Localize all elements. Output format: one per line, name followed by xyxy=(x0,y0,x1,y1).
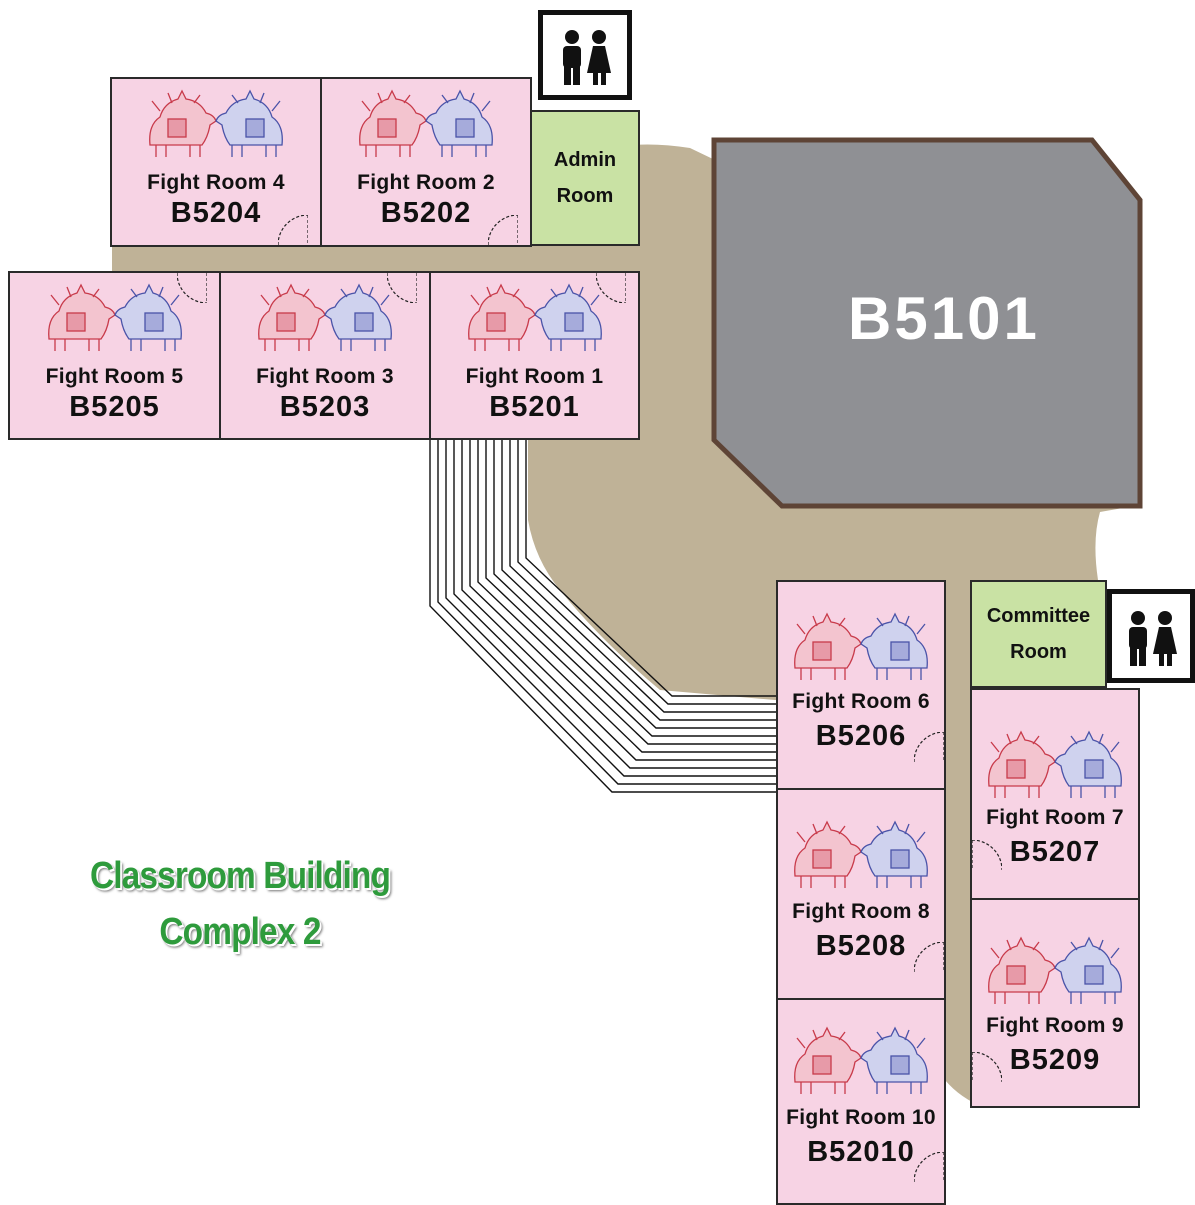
twin-elephant-emblem-icon xyxy=(981,730,1129,802)
map-title-line-1: Classroom Building xyxy=(89,855,391,897)
room-code: B5203 xyxy=(279,391,371,423)
room-b5208[interactable]: Fight Room 8 B5208 xyxy=(776,788,946,1000)
room-b5203[interactable]: Fight Room 3 B5203 xyxy=(219,271,431,440)
door-swing-icon xyxy=(971,839,1003,871)
room-b5207[interactable]: Fight Room 7 B5207 xyxy=(970,688,1140,900)
twin-elephant-emblem-icon xyxy=(461,283,609,355)
committee-room-label-1: Committee xyxy=(986,605,1091,627)
room-b5209[interactable]: Fight Room 9 B5209 xyxy=(970,898,1140,1108)
room-name: Fight Room 2 xyxy=(357,171,495,194)
twin-elephant-emblem-icon xyxy=(142,89,290,161)
room-code: B52010 xyxy=(807,1136,915,1168)
room-b52010[interactable]: Fight Room 10 B52010 xyxy=(776,998,946,1205)
room-code: B5206 xyxy=(815,720,907,752)
door-swing-icon xyxy=(913,1151,945,1183)
room-name: Fight Room 4 xyxy=(147,171,285,194)
room-code: B5205 xyxy=(69,391,160,423)
admin-room[interactable]: Admin Room xyxy=(530,110,640,246)
door-swing-icon xyxy=(487,214,519,246)
committee-room-label-2: Room xyxy=(1010,641,1067,663)
room-name: Fight Room 1 xyxy=(465,365,604,388)
door-swing-icon xyxy=(386,272,418,304)
room-code: B5204 xyxy=(170,197,262,229)
room-name: Fight Room 3 xyxy=(256,365,394,388)
room-name: Fight Room 8 xyxy=(792,900,930,923)
room-b5201[interactable]: Fight Room 1 B5201 xyxy=(429,271,640,440)
corridor-lines xyxy=(429,440,776,793)
room-code: B5208 xyxy=(815,930,907,962)
room-b5202[interactable]: Fight Room 2 B5202 xyxy=(320,77,532,247)
room-b5204[interactable]: Fight Room 4 B5204 xyxy=(110,77,322,247)
room-code: B5207 xyxy=(1009,836,1101,868)
room-name: Fight Room 5 xyxy=(45,365,184,388)
room-b5206[interactable]: Fight Room 6 B5206 xyxy=(776,580,946,790)
committee-room[interactable]: Committee Room xyxy=(970,580,1107,688)
admin-room-label-1: Admin xyxy=(553,149,617,171)
room-code: B5209 xyxy=(1009,1044,1101,1076)
restroom-icon xyxy=(1107,589,1195,683)
door-swing-icon xyxy=(913,731,945,763)
twin-elephant-emblem-icon xyxy=(352,89,500,161)
door-swing-icon xyxy=(595,272,627,304)
room-b5205[interactable]: Fight Room 5 B5205 xyxy=(8,271,221,440)
room-name: Fight Room 7 xyxy=(986,806,1124,829)
room-code: B5201 xyxy=(489,391,580,423)
door-swing-icon xyxy=(971,1051,1003,1083)
twin-elephant-emblem-icon xyxy=(251,283,399,355)
twin-elephant-emblem-icon xyxy=(787,820,935,892)
door-swing-icon xyxy=(913,941,945,973)
room-name: Fight Room 10 xyxy=(786,1106,936,1129)
twin-elephant-emblem-icon xyxy=(787,1026,935,1098)
admin-room-label-2: Room xyxy=(556,185,614,207)
door-swing-icon xyxy=(176,272,208,304)
room-name: Fight Room 9 xyxy=(986,1014,1124,1037)
twin-elephant-emblem-icon xyxy=(787,612,935,684)
map-title: Classroom Building Complex 2 xyxy=(64,848,416,960)
hall-b5101-shape xyxy=(711,137,1143,509)
twin-elephant-emblem-icon xyxy=(981,936,1129,1008)
room-name: Fight Room 6 xyxy=(792,690,930,713)
hall-b5101-label: B5101 xyxy=(848,285,1040,352)
restroom-icon xyxy=(538,10,632,100)
door-swing-icon xyxy=(277,214,309,246)
room-code: B5202 xyxy=(380,197,472,229)
map-title-line-2: Complex 2 xyxy=(159,911,321,953)
twin-elephant-emblem-icon xyxy=(41,283,189,355)
